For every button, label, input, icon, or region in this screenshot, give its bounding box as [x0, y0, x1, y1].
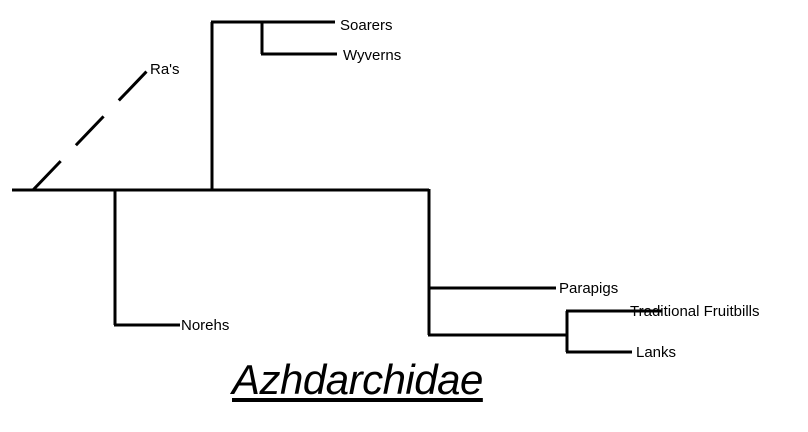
taxon-label-wyverns: Wyverns: [343, 47, 402, 64]
taxon-label-ras: Ra's: [150, 61, 180, 78]
taxon-label-lanks: Lanks: [636, 344, 677, 361]
taxon-label-soarers: Soarers: [340, 17, 393, 34]
taxon-label-parapigs: Parapigs: [559, 280, 619, 297]
taxon-label-traditional-fruitbills: Traditional Fruitbills: [630, 303, 760, 320]
taxon-label-norehs: Norehs: [181, 317, 230, 334]
clade-title: Azhdarchidae: [232, 356, 483, 403]
edge-ras-dashed-branch: [31, 68, 150, 192]
